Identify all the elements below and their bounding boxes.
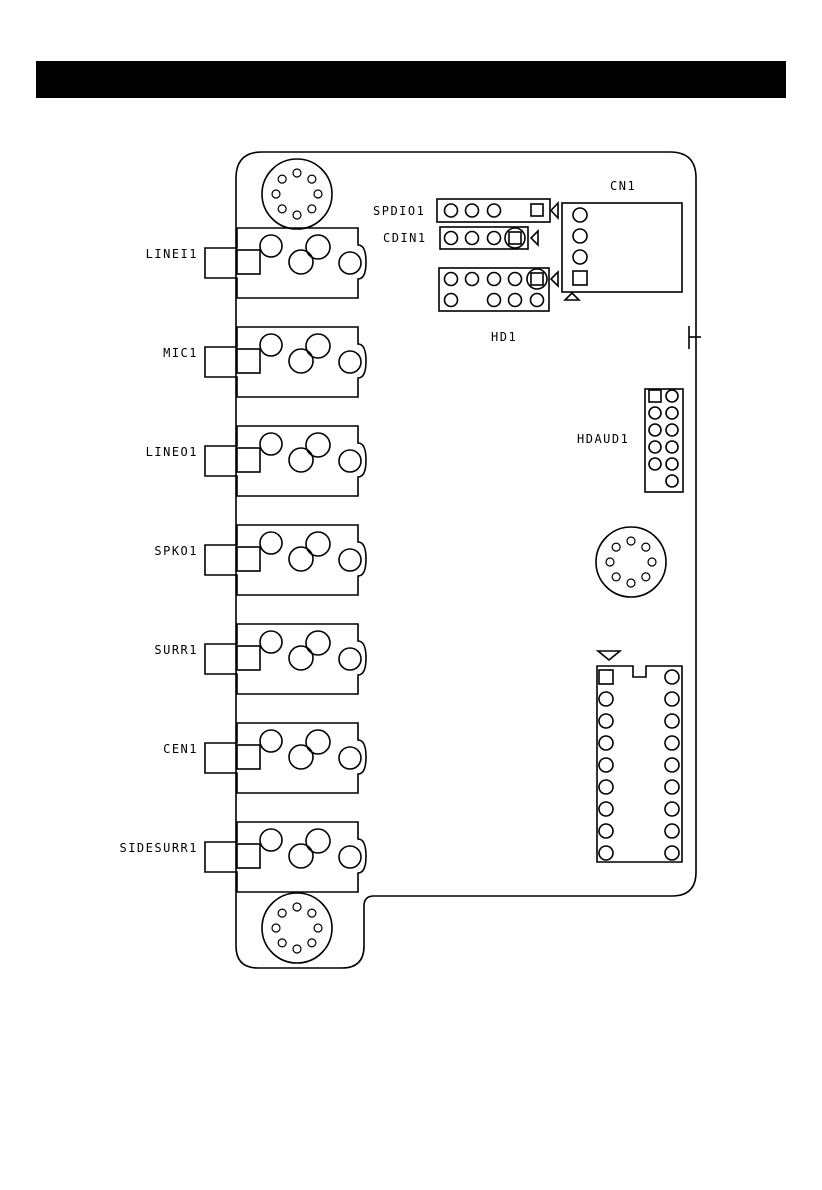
jack-label: LINEO1 [146, 445, 198, 459]
jack-label: LINEI1 [146, 247, 198, 261]
board-outline [236, 152, 696, 968]
jack-label: MIC1 [163, 346, 198, 360]
hd-label: HD1 [491, 330, 517, 344]
jack-label: SIDESURR1 [119, 841, 198, 855]
hdaud-label: HDAUD1 [577, 432, 629, 446]
audio-jack [205, 327, 366, 397]
jack-label: SURR1 [154, 643, 198, 657]
dip-socket [597, 651, 682, 862]
audio-jack [205, 525, 366, 595]
jack-label: CEN1 [163, 742, 198, 756]
audio-jack [205, 426, 366, 496]
cdin-header [440, 227, 538, 249]
audio-jack [205, 723, 366, 793]
jack-label: SPKO1 [154, 544, 198, 558]
cn-connector [562, 203, 682, 300]
spdio-header [437, 199, 558, 222]
hd-header [439, 268, 558, 311]
audio-jack [205, 822, 366, 892]
audio-jack [205, 624, 366, 694]
audio-jack [205, 228, 366, 298]
crosshair-mark [689, 326, 701, 349]
cn-label: CN1 [610, 179, 636, 193]
cdin-label: CDIN1 [383, 231, 427, 245]
spdio-label: SPDIO1 [373, 204, 425, 218]
hdaud-header [645, 389, 683, 492]
